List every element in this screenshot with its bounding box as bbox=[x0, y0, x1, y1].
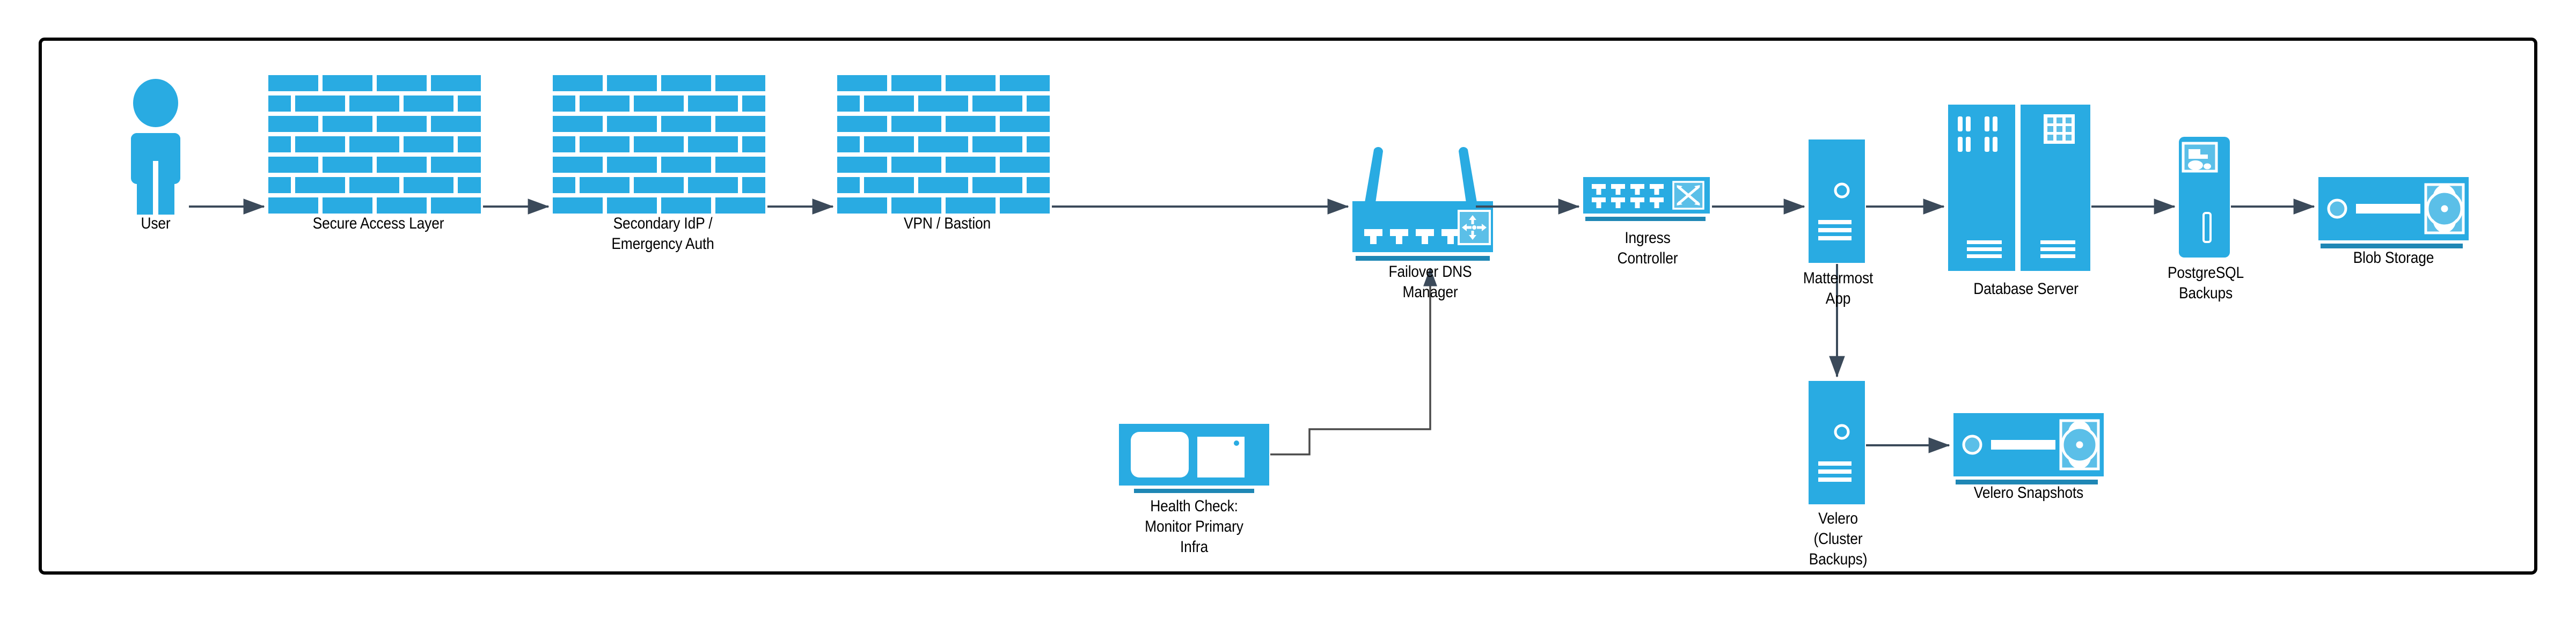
label-blob-storage: Blob Storage bbox=[2353, 249, 2434, 267]
backup-tower-icon bbox=[2179, 137, 2230, 258]
blob-storage-icon bbox=[2318, 177, 2469, 248]
label-failover-dns-manager: Failover DNS Manager bbox=[1388, 263, 1472, 301]
label-database-server: Database Server bbox=[1973, 280, 2079, 298]
monitor-check-icon bbox=[1119, 424, 1269, 493]
user-icon bbox=[131, 79, 180, 215]
label-mattermost-app: Mattermost App bbox=[1803, 269, 1874, 307]
label-ingress-controller: Ingress Controller bbox=[1617, 229, 1678, 267]
label-secure-access-layer: Secure Access Layer bbox=[312, 215, 444, 232]
label-velero-snapshots: Velero Snapshots bbox=[1973, 484, 2084, 502]
label-health-check: Health Check: Monitor Primary Infra bbox=[1145, 497, 1243, 556]
firewall-icon bbox=[837, 75, 1050, 214]
label-postgresql-backups: PostgreSQL Backups bbox=[2167, 264, 2244, 302]
label-vpn-bastion: VPN / Bastion bbox=[903, 215, 991, 232]
network-switch-icon bbox=[1583, 177, 1710, 221]
blob-storage-icon bbox=[1953, 413, 2104, 484]
firewall-icon bbox=[553, 75, 765, 214]
firewall-icon bbox=[268, 75, 481, 214]
database-rack-icon bbox=[1948, 105, 2090, 271]
diagram-frame bbox=[39, 38, 2537, 575]
label-user: User bbox=[141, 215, 171, 232]
label-secondary-idp: Secondary IdP / Emergency Auth bbox=[611, 215, 714, 253]
wireless-router-icon bbox=[1352, 147, 1493, 261]
server-tower-icon bbox=[1809, 139, 1865, 263]
server-tower-icon bbox=[1809, 381, 1865, 504]
edge-health-check-to-failover-dns bbox=[1270, 267, 1437, 455]
label-velero: Velero (Cluster Backups) bbox=[1809, 510, 1868, 568]
